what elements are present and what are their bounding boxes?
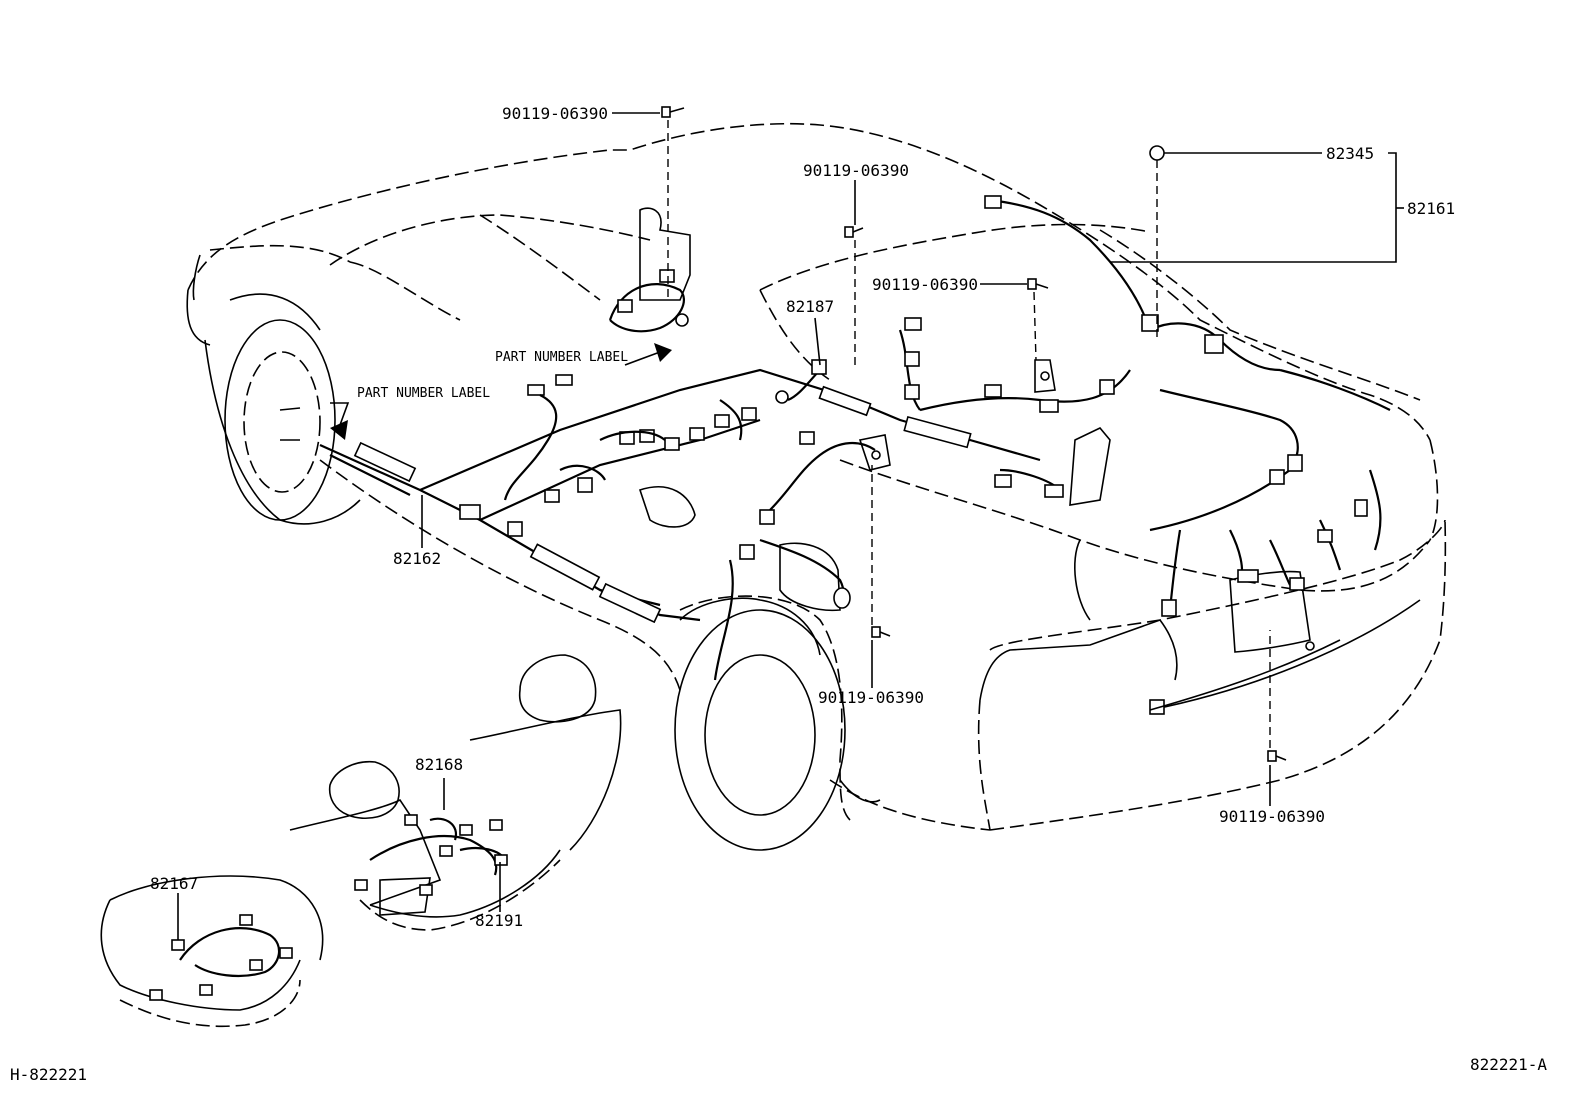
- part-labels: 90119-06390 90119-06390 90119-06390 8234…: [10, 104, 1547, 1084]
- label-bolt-2: 90119-06390: [803, 161, 909, 180]
- label-bolt-5: 90119-06390: [1219, 807, 1325, 826]
- label-bolt-3: 90119-06390: [872, 275, 978, 294]
- label-rear-harness: 82161: [1407, 199, 1455, 218]
- label-seat-harness-c: 82191: [475, 911, 523, 930]
- figure-ref: 822221-A: [1470, 1055, 1547, 1074]
- label-bolt-1: 90119-06390: [502, 104, 608, 123]
- label-seat-harness-b: 82167: [150, 874, 198, 893]
- rear-harness: [898, 195, 1391, 715]
- bolt-icon: [871, 626, 891, 638]
- floor-harness: [319, 207, 1041, 681]
- bolt-icon: [661, 106, 685, 118]
- label-part-number-1: PART NUMBER LABEL: [495, 350, 628, 365]
- label-clamp: 82345: [1326, 144, 1374, 163]
- label-connector: 82187: [786, 297, 834, 316]
- clip-icon: [1149, 145, 1165, 161]
- label-part-number-2: PART NUMBER LABEL: [357, 386, 490, 401]
- bolt-icon: [1027, 278, 1049, 290]
- diagram-code: H-822221: [10, 1065, 87, 1084]
- bolt-icon: [844, 226, 864, 238]
- seat-assembly: [100, 654, 622, 1028]
- label-bolt-4: 90119-06390: [818, 688, 924, 707]
- label-floor-harness: 82162: [393, 549, 441, 568]
- bolt-symbols: [661, 106, 1287, 762]
- label-seat-harness-a: 82168: [415, 755, 463, 774]
- car-body-outline: [186, 122, 1447, 851]
- bolt-icon: [1267, 750, 1287, 762]
- leader-lines: [177, 112, 1404, 940]
